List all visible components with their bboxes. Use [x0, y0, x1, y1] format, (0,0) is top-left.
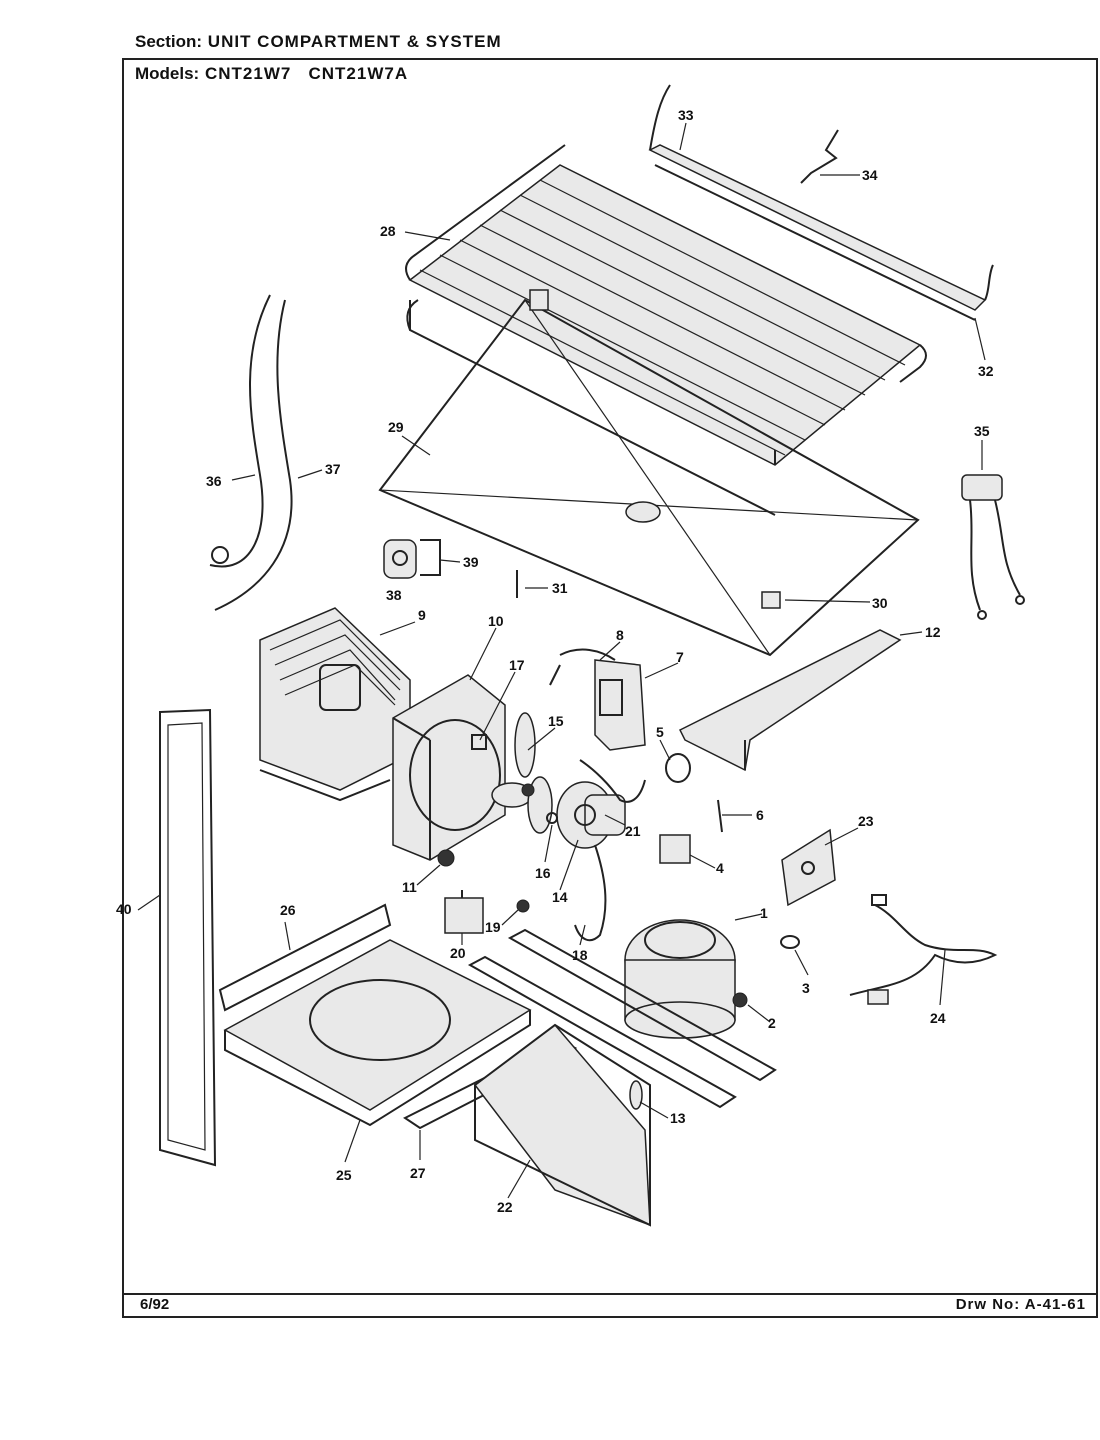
callout-5: 5	[656, 724, 664, 740]
section-title: Section: UNIT COMPARTMENT & SYSTEM	[135, 32, 502, 52]
callout-22: 22	[497, 1199, 513, 1215]
fan-grommet	[437, 849, 455, 867]
compressor-mount	[732, 992, 748, 1008]
start-relay	[659, 834, 691, 864]
callout-37: 37	[325, 461, 341, 477]
drawing-number: Drw No: A-41-61	[955, 1296, 1086, 1313]
panel-clip	[629, 1080, 643, 1110]
section-value: UNIT COMPARTMENT & SYSTEM	[207, 32, 502, 51]
access-gasket	[159, 708, 217, 1167]
grommet-pair	[383, 539, 441, 579]
access-panel	[473, 1023, 651, 1227]
callout-36: 36	[206, 473, 222, 489]
defrost-timer	[781, 828, 836, 907]
callout-35: 35	[974, 423, 990, 439]
models-line: Models: CNT21W7 CNT21W7A	[135, 64, 408, 84]
callout-13: 13	[670, 1110, 686, 1126]
fan-wiring	[579, 759, 646, 803]
callout-1: 1	[760, 905, 768, 921]
callout-17: 17	[509, 657, 525, 673]
callout-34: 34	[862, 167, 878, 183]
condenser-coil	[405, 144, 927, 516]
callout-leaders	[137, 122, 986, 1199]
coil-cover-plate	[378, 289, 920, 657]
models-label: Models:	[135, 64, 200, 83]
callout-18: 18	[572, 947, 588, 963]
callout-6: 6	[756, 807, 764, 823]
compressor-wiring	[574, 844, 607, 942]
callout-8: 8	[616, 627, 624, 643]
compressor	[624, 919, 736, 1039]
callout-28: 28	[380, 223, 396, 239]
base-pan-assembly	[218, 903, 532, 1127]
power-cord	[849, 894, 998, 1005]
footer-divider	[122, 1293, 1098, 1295]
callout-4: 4	[716, 860, 724, 876]
base-rails	[467, 928, 777, 1109]
callout-3: 3	[802, 980, 810, 996]
drawing-date: 6/92	[140, 1296, 170, 1313]
section-label: Section:	[135, 32, 203, 51]
callout-39: 39	[463, 554, 479, 570]
callout-14: 14	[552, 889, 568, 905]
callout-2: 2	[768, 1015, 776, 1031]
callout-38: 38	[386, 587, 402, 603]
condenser-clip	[800, 129, 839, 184]
capacitor-clip	[516, 899, 530, 913]
callout-33: 33	[678, 107, 694, 123]
condenser-top-bracket	[648, 84, 994, 321]
callout-25: 25	[336, 1167, 352, 1183]
drain-condenser-coil	[259, 607, 411, 802]
callout-10: 10	[488, 613, 504, 629]
callout-30: 30	[872, 595, 888, 611]
callout-20: 20	[450, 945, 466, 961]
callout-7: 7	[676, 649, 684, 665]
callout-29: 29	[388, 419, 404, 435]
washer	[546, 812, 558, 824]
callout-12: 12	[925, 624, 941, 640]
callout-40: 40	[116, 901, 132, 917]
callout-24: 24	[930, 1010, 946, 1026]
callout-26: 26	[280, 902, 296, 918]
drawing-frame	[122, 58, 1098, 1318]
callout-21: 21	[625, 823, 641, 839]
part-callouts: 33 34 28 32 35 29 36 37 39 38 31 30 12 9…	[116, 107, 994, 1215]
clamp	[665, 753, 691, 783]
callout-31: 31	[552, 580, 568, 596]
callout-11: 11	[402, 879, 417, 895]
tubing-assembly	[209, 294, 293, 611]
models-value: CNT21W7 CNT21W7A	[204, 64, 409, 83]
compressor-grommet	[780, 935, 800, 949]
fan-shroud	[392, 674, 506, 861]
condenser-rail	[678, 629, 902, 772]
harness-and-bracket	[549, 648, 646, 751]
callout-15: 15	[548, 713, 564, 729]
callout-23: 23	[858, 813, 874, 829]
fan-bracket	[471, 734, 487, 750]
callout-9: 9	[418, 607, 426, 623]
mounting-screw	[717, 799, 723, 833]
callout-32: 32	[978, 363, 994, 379]
temperature-switch	[961, 474, 1025, 620]
fan-blade	[491, 712, 553, 834]
callout-19: 19	[485, 919, 501, 935]
callout-27: 27	[410, 1165, 426, 1181]
run-capacitor	[444, 890, 484, 934]
callout-16: 16	[535, 865, 551, 881]
